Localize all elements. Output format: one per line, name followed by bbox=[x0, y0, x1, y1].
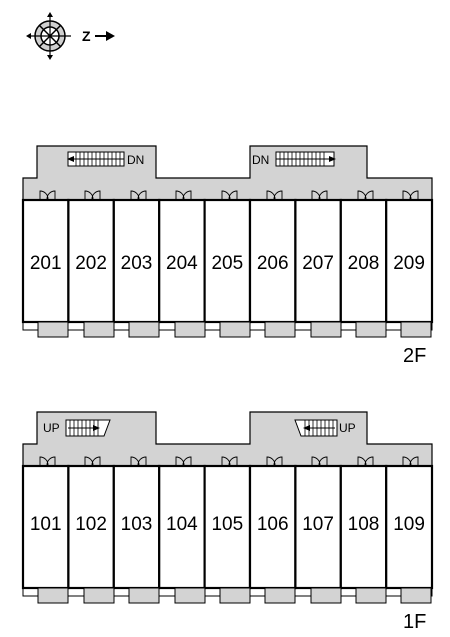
stair-label: UP bbox=[339, 421, 356, 435]
unit-208: 208 bbox=[339, 198, 388, 324]
unit-106: 106 bbox=[248, 464, 297, 590]
unit-206: 206 bbox=[248, 198, 297, 324]
stair-up-left: UP bbox=[43, 419, 111, 437]
balconies bbox=[22, 587, 433, 604]
unit-105: 105 bbox=[203, 464, 252, 590]
unit-number-label: 104 bbox=[166, 514, 198, 535]
north-arrow-icon bbox=[95, 31, 115, 41]
unit-number-label: 106 bbox=[257, 514, 289, 535]
floor-2f: DN DN 201 202 203 bbox=[21, 145, 434, 367]
unit-202: 202 bbox=[67, 198, 115, 324]
staircase-icon bbox=[67, 151, 125, 167]
stair-dn-left: DN bbox=[67, 151, 144, 167]
unit-number-label: 109 bbox=[393, 514, 425, 535]
unit-102: 102 bbox=[67, 464, 115, 590]
unit-205: 205 bbox=[203, 198, 252, 324]
unit-number-label: 207 bbox=[302, 253, 334, 274]
unit-number-label: 107 bbox=[302, 514, 334, 535]
balconies bbox=[22, 321, 433, 338]
units-row: 201 202 203 204 205 206 bbox=[21, 198, 434, 324]
unit-204: 204 bbox=[158, 198, 206, 324]
unit-207: 207 bbox=[294, 198, 342, 324]
unit-104: 104 bbox=[158, 464, 206, 590]
unit-203: 203 bbox=[112, 198, 161, 324]
stair-label: DN bbox=[252, 153, 269, 167]
unit-number-label: 103 bbox=[121, 514, 153, 535]
door-swings bbox=[39, 190, 419, 200]
units-row: 101 102 103 104 105 106 bbox=[21, 464, 434, 590]
unit-101: 101 bbox=[21, 464, 70, 590]
stair-dn-right: DN bbox=[252, 151, 336, 167]
stair-up-right: UP bbox=[294, 419, 356, 437]
unit-number-label: 204 bbox=[166, 253, 198, 274]
unit-number-label: 102 bbox=[75, 514, 107, 535]
compass: Z bbox=[26, 12, 115, 60]
unit-number-label: 201 bbox=[30, 253, 62, 274]
unit-number-label: 205 bbox=[211, 253, 243, 274]
floor-label: 2F bbox=[403, 345, 426, 367]
unit-103: 103 bbox=[112, 464, 161, 590]
unit-number-label: 202 bbox=[75, 253, 107, 274]
unit-108: 108 bbox=[339, 464, 388, 590]
stair-label: DN bbox=[127, 153, 144, 167]
compass-rose-icon bbox=[26, 12, 71, 60]
staircase-icon bbox=[65, 419, 111, 437]
unit-201: 201 bbox=[21, 198, 70, 324]
unit-209: 209 bbox=[385, 198, 434, 324]
staircase-icon bbox=[294, 419, 338, 437]
floor-label: 1F bbox=[403, 611, 426, 633]
unit-107: 107 bbox=[294, 464, 342, 590]
unit-number-label: 208 bbox=[348, 253, 380, 274]
unit-number-label: 203 bbox=[121, 253, 153, 274]
unit-number-label: 206 bbox=[257, 253, 289, 274]
unit-number-label: 101 bbox=[30, 514, 62, 535]
unit-109: 109 bbox=[385, 464, 434, 590]
door-swings bbox=[39, 456, 419, 466]
staircase-icon bbox=[275, 151, 336, 167]
floor-1f: UP UP 101 bbox=[21, 411, 434, 633]
unit-number-label: 108 bbox=[348, 514, 380, 535]
stair-label: UP bbox=[43, 421, 60, 435]
unit-number-label: 209 bbox=[393, 253, 425, 274]
unit-number-label: 105 bbox=[211, 514, 243, 535]
compass-label: Z bbox=[82, 28, 91, 44]
